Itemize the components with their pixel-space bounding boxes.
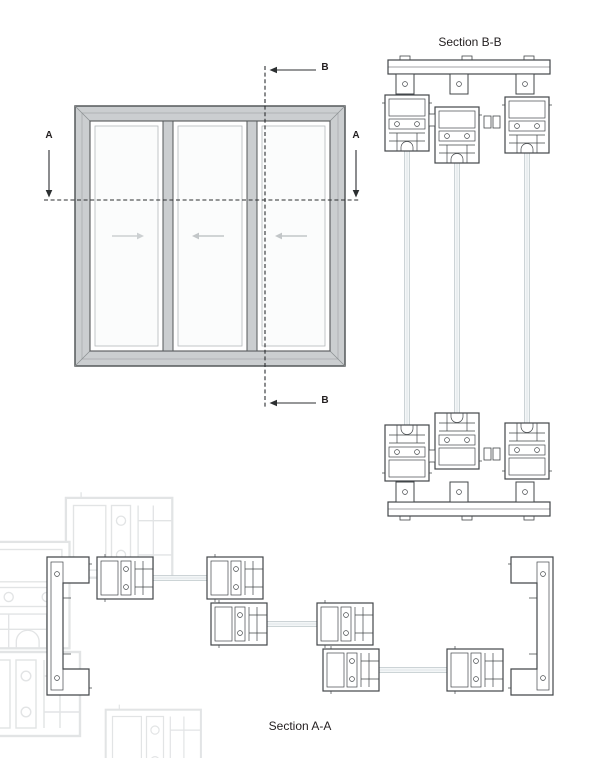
section-line-a [44,150,360,201]
arrow-left-icon [269,66,277,74]
slide-arrow-left-icon [275,232,307,240]
frame-bevel-line [81,112,339,360]
glass-pane [377,667,449,673]
glass-pane [265,621,319,627]
arrow-left-icon [269,399,277,407]
elevation-view [74,105,346,367]
watermark-profiles [0,491,202,758]
right-jamb-profile [507,556,554,696]
section-marker-a-right: A [352,130,360,141]
glass-pane [151,575,209,581]
sash-profile [96,553,154,603]
section-marker-b-top: B [321,62,329,73]
section-bb-drawing [382,56,552,520]
sash-profile [322,645,380,695]
section-aa-title: Section A-A [268,719,332,733]
sash-profile [206,553,264,603]
sash-profile [210,599,268,649]
glass-pane [524,151,530,425]
section-aa-drawing [46,553,554,696]
section-line-b [264,66,316,408]
sash-profile [446,645,504,695]
head-profile-assembly [382,56,552,163]
mullion-1 [162,120,174,352]
sill-profile-assembly [382,413,552,520]
arrow-down-icon [352,190,360,198]
glass-pane [404,149,410,427]
watermark-profile [104,703,202,758]
frame-miter-lines [74,105,346,367]
section-marker-a-left: A [45,130,53,141]
slide-arrow-left-icon [192,232,224,240]
mullion-2 [246,120,258,352]
arrow-down-icon [45,190,53,198]
sash-profile [316,599,374,649]
glass-pane [454,161,460,415]
slide-arrow-right-icon [112,232,144,240]
section-marker-b-bottom: B [321,395,329,406]
section-bb-title: Section B-B [438,35,502,49]
